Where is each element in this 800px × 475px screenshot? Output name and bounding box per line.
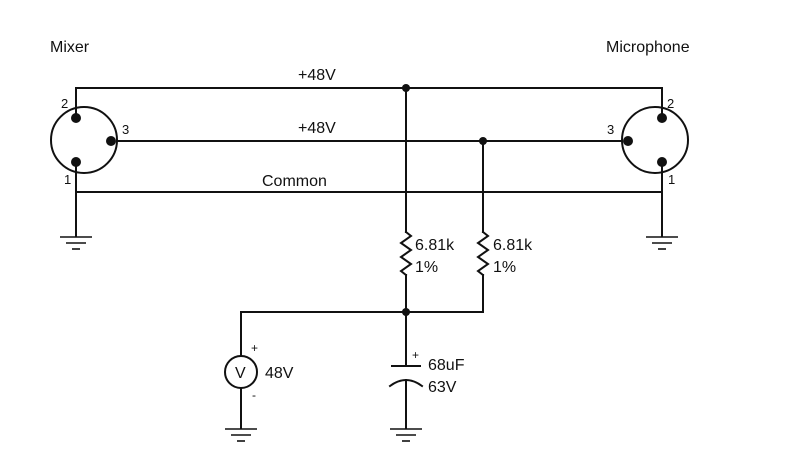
microphone-xlr-connector: [621, 106, 689, 174]
mixer-xlr-connector: [50, 106, 118, 174]
mic-pin-2: 2: [667, 96, 674, 111]
voltmeter-value: 48V: [265, 365, 294, 382]
mixer-label: Mixer: [50, 39, 90, 56]
mixer-pin-1: 1: [64, 172, 71, 187]
r2-value: 6.81k: [493, 237, 533, 254]
voltmeter-plus: +: [251, 341, 258, 355]
r1-tolerance: 1%: [415, 259, 438, 276]
line-label-mid: +48V: [298, 120, 336, 137]
voltmeter: [224, 355, 258, 389]
microphone-label: Microphone: [606, 39, 690, 56]
mic-pin-3: 3: [607, 122, 614, 137]
capacitor-voltage: 63V: [428, 379, 457, 396]
voltmeter-wires: [240, 311, 407, 429]
ground-symbol-mixer: [60, 236, 92, 250]
resistor-r1: [399, 87, 413, 313]
r1-value: 6.81k: [415, 237, 455, 254]
resistor-r2: [405, 140, 490, 313]
capacitor-plus: +: [412, 348, 419, 362]
voltmeter-minus: -: [252, 388, 256, 402]
ground-symbol-mic: [646, 236, 678, 250]
ground-symbol-capacitor: [390, 428, 422, 442]
r2-tolerance: 1%: [493, 259, 516, 276]
mixer-pin-2: 2: [61, 96, 68, 111]
capacitor-value: 68uF: [428, 357, 465, 374]
mic-pin-1: 1: [668, 172, 675, 187]
capacitor: [388, 311, 424, 429]
line-label-common: Common: [262, 173, 327, 190]
voltmeter-symbol: V: [235, 365, 246, 382]
line-label-top: +48V: [298, 67, 336, 84]
bus-wires: [75, 87, 663, 237]
mixer-pin-3: 3: [122, 122, 129, 137]
ground-symbol-meter: [225, 428, 257, 442]
